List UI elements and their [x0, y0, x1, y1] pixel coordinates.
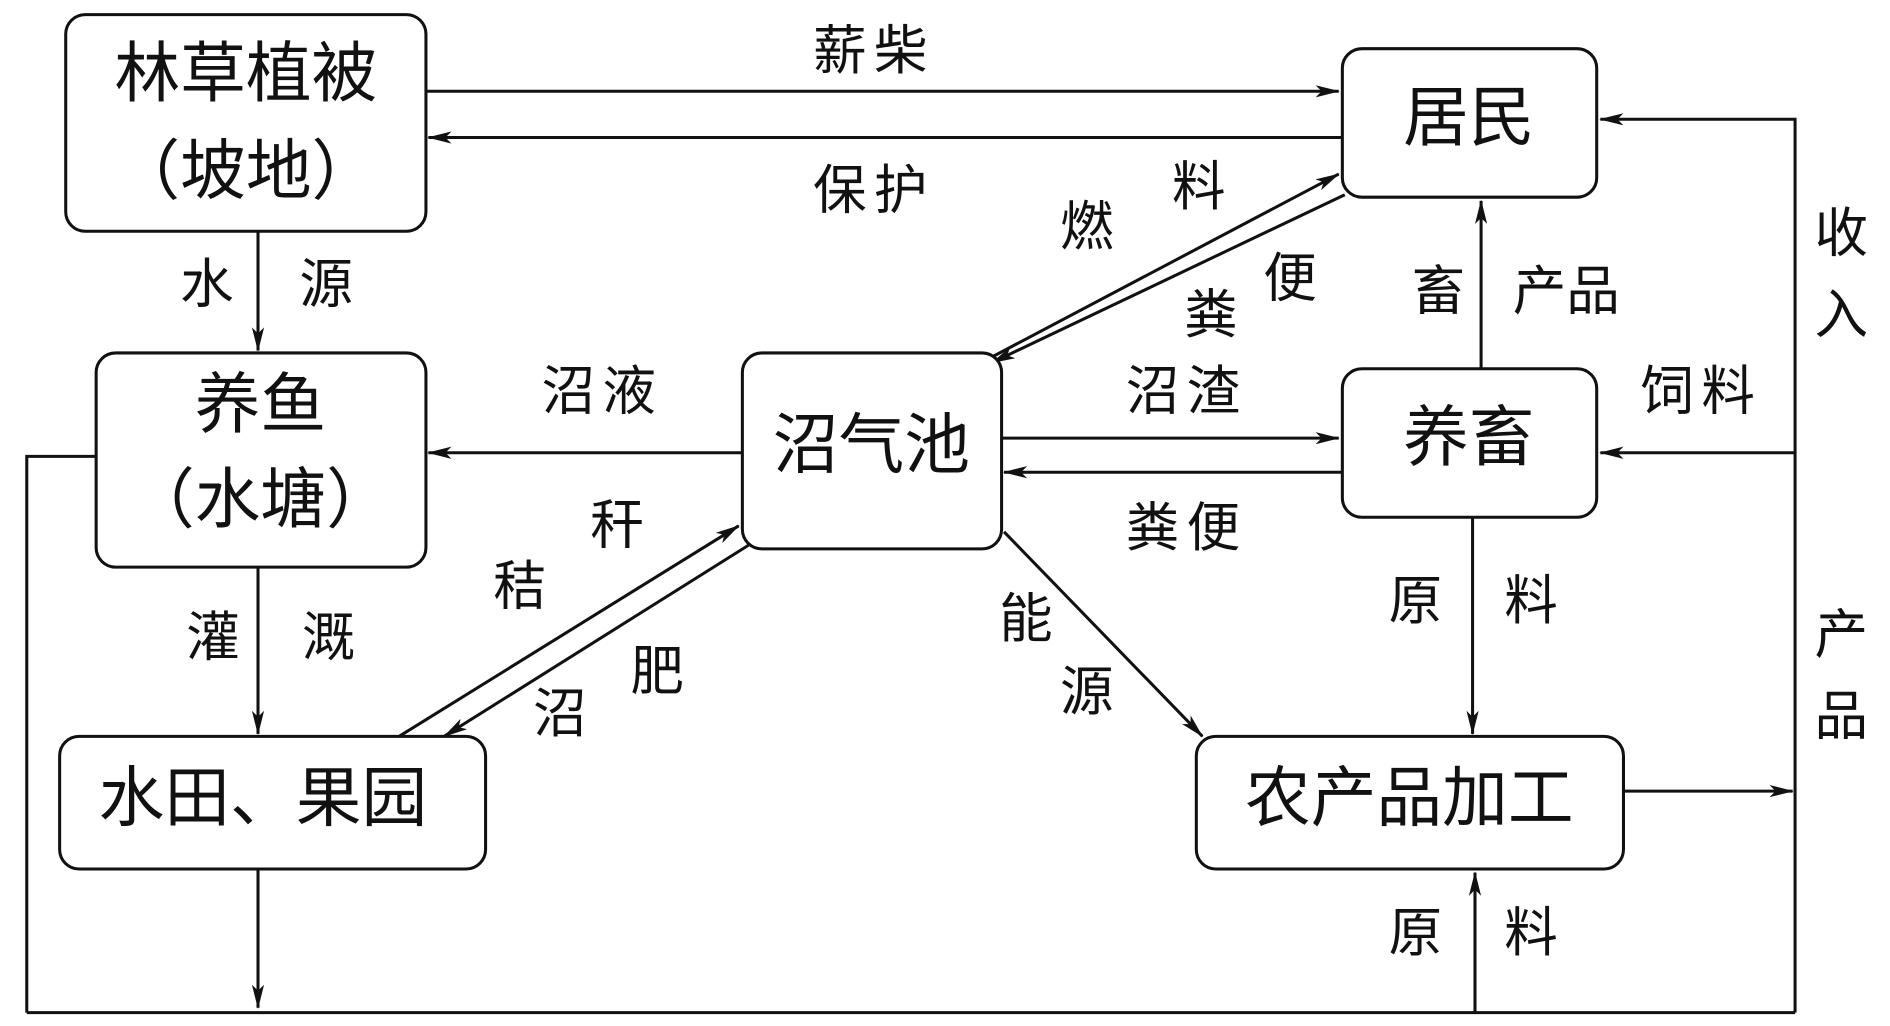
label-livestock-products-1: 畜 — [1412, 260, 1466, 323]
fuel-arrow — [985, 172, 1340, 362]
label-products-1: 产 — [1815, 603, 1869, 666]
edge-labels: 薪 柴 保 护 水 源 沼 液 沼 渣 粪 便 燃 料 粪 便 畜 产品 饲 料… — [180, 19, 1868, 964]
label-raw-material-bottom-1: 原 — [1389, 901, 1443, 964]
label-biogas-liquid-2: 液 — [602, 360, 656, 423]
label-firewood-1: 薪 — [813, 19, 867, 82]
label-water-source-1: 水 — [180, 252, 234, 315]
label-products-2: 品 — [1815, 685, 1869, 748]
node-processing-label: 农产品加工 — [1245, 760, 1574, 836]
label-protect-2: 护 — [874, 159, 928, 222]
label-firewood-2: 柴 — [874, 19, 928, 82]
manure-residents-arrow — [990, 193, 1346, 365]
node-forest: 林草植被 （坡地） — [64, 13, 428, 233]
income-arrow — [1599, 113, 1797, 1013]
node-fish: 养鱼 （水塘） — [94, 351, 428, 569]
node-fields-label: 水田、果园 — [99, 760, 428, 836]
label-manure-residents-1: 粪 — [1184, 283, 1238, 346]
node-livestock-label: 养畜 — [1403, 400, 1534, 476]
label-biogas-residue-2: 渣 — [1187, 360, 1241, 423]
label-irrigation-2: 溉 — [302, 605, 356, 668]
label-biogas-residue-1: 沼 — [1126, 360, 1180, 423]
label-manure-residents-2: 便 — [1263, 246, 1317, 309]
node-forest-line1: 林草植被 — [114, 36, 377, 112]
node-residents: 居民 — [1340, 47, 1599, 199]
label-energy-1: 能 — [999, 587, 1053, 650]
label-straw-1: 秸 — [493, 554, 547, 617]
node-forest-line2: （坡地） — [114, 133, 377, 209]
fish-outflow-line — [25, 454, 97, 1013]
label-biogas-fertilizer-2: 肥 — [630, 639, 684, 702]
node-fields: 水田、果园 — [58, 734, 488, 871]
label-raw-material-bottom-2: 料 — [1504, 901, 1558, 964]
label-biogas-liquid-1: 沼 — [542, 360, 596, 423]
label-protect-1: 保 — [813, 159, 867, 222]
connectors — [25, 85, 1797, 1015]
label-fuel-2: 料 — [1172, 155, 1226, 218]
label-energy-2: 源 — [1060, 660, 1114, 723]
label-income-2: 入 — [1815, 283, 1869, 346]
straw-arrow — [398, 524, 740, 738]
label-straw-2: 秆 — [590, 493, 644, 556]
node-biogas: 沼气池 — [740, 351, 1004, 551]
label-feed-1: 饲 — [1641, 360, 1695, 423]
label-raw-material-livestock-1: 原 — [1389, 569, 1443, 632]
label-biogas-fertilizer-1: 沼 — [533, 682, 587, 745]
label-manure-livestock-1: 粪 — [1126, 496, 1180, 559]
node-livestock: 养畜 — [1340, 367, 1599, 519]
label-water-source-2: 源 — [299, 252, 353, 315]
node-fish-line2: （水塘） — [129, 462, 392, 538]
label-fuel-1: 燃 — [1060, 195, 1114, 258]
biogas-fertilizer-arrow — [443, 543, 750, 738]
label-livestock-products-2: 产品 — [1513, 260, 1620, 323]
label-raw-material-livestock-2: 料 — [1504, 569, 1558, 632]
node-biogas-label: 沼气池 — [773, 407, 970, 483]
label-income-1: 收 — [1815, 201, 1869, 264]
label-feed-2: 料 — [1701, 360, 1755, 423]
node-residents-label: 居民 — [1403, 80, 1534, 156]
label-irrigation-1: 灌 — [186, 605, 240, 668]
node-processing: 农产品加工 — [1194, 734, 1625, 871]
energy-arrow — [1002, 530, 1204, 738]
label-manure-livestock-2: 便 — [1187, 496, 1241, 559]
node-fish-line1: 养鱼 — [195, 367, 326, 443]
